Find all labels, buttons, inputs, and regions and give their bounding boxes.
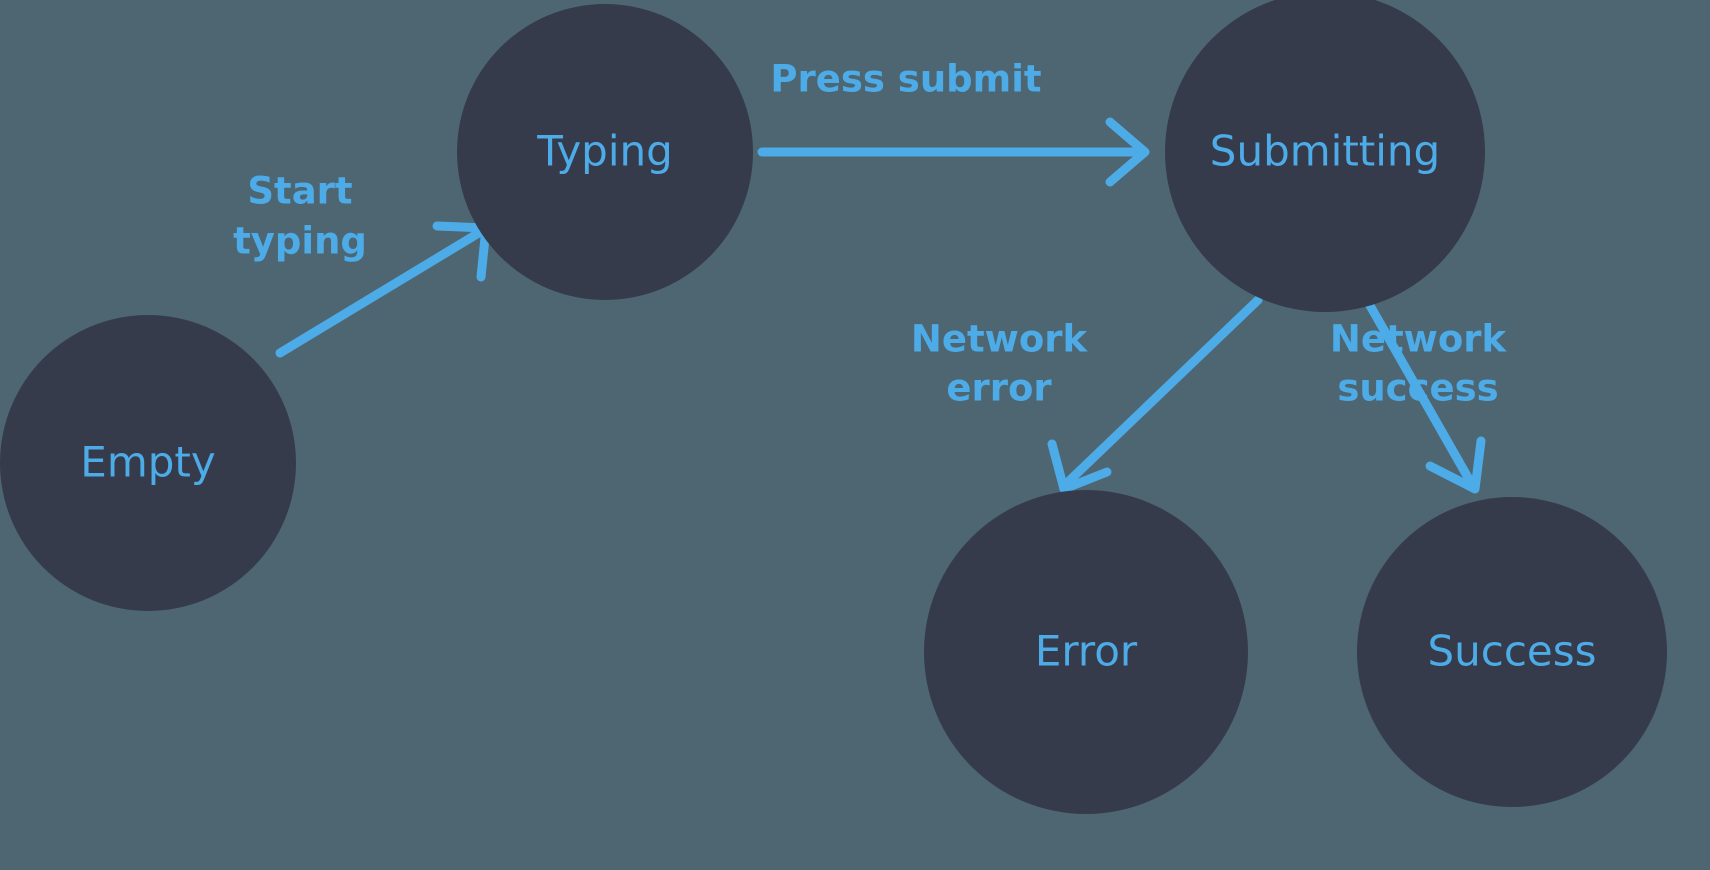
edge-submitting-to-error-line xyxy=(1063,295,1263,487)
edge-submitting-to-success-arrowhead xyxy=(1425,436,1486,494)
node-empty-circle xyxy=(0,315,296,611)
node-submitting-circle xyxy=(1165,0,1485,312)
edge-typing-to-submitting[interactable] xyxy=(757,117,1150,187)
node-success-label: Success xyxy=(1427,627,1596,676)
edge-submitting-to-error[interactable] xyxy=(1047,295,1263,494)
edge-label-network-error-line-1: Network xyxy=(911,318,1089,361)
node-typing-label: Typing xyxy=(536,127,673,176)
edge-label-press-submit: Press submit xyxy=(770,58,1041,101)
edge-submitting-to-success-line xyxy=(1363,297,1475,486)
node-submitting[interactable]: Submitting xyxy=(1165,0,1485,312)
node-empty-label: Empty xyxy=(80,438,215,487)
node-success[interactable]: Success xyxy=(1357,497,1667,807)
node-success-circle xyxy=(1357,497,1667,807)
node-error-label: Error xyxy=(1035,627,1138,676)
edge-label-network-error: Network error xyxy=(911,318,1089,410)
edge-label-start-typing-line-2: typing xyxy=(233,220,367,263)
edge-label-start-typing: Start typing xyxy=(233,170,367,263)
node-empty[interactable]: Empty xyxy=(0,315,296,611)
edge-label-network-success-line-1: Network xyxy=(1330,318,1508,361)
node-error[interactable]: Error xyxy=(924,490,1248,814)
edge-label-network-success-line-2: success xyxy=(1337,367,1498,410)
edge-typing-to-submitting-arrowhead xyxy=(1105,117,1150,187)
edge-label-start-typing-line-1: Start xyxy=(247,170,352,213)
node-error-circle xyxy=(924,490,1248,814)
edge-submitting-to-error-arrowhead xyxy=(1047,439,1112,494)
node-submitting-label: Submitting xyxy=(1210,127,1440,176)
edge-label-press-submit-line-1: Press submit xyxy=(770,58,1041,101)
edge-empty-to-typing-line xyxy=(275,226,487,358)
edge-label-network-success: Network success xyxy=(1330,318,1508,410)
node-typing[interactable]: Typing xyxy=(457,4,753,300)
edge-submitting-to-success[interactable] xyxy=(1363,297,1486,494)
edge-label-network-error-line-2: error xyxy=(946,367,1052,410)
node-typing-circle xyxy=(457,4,753,300)
